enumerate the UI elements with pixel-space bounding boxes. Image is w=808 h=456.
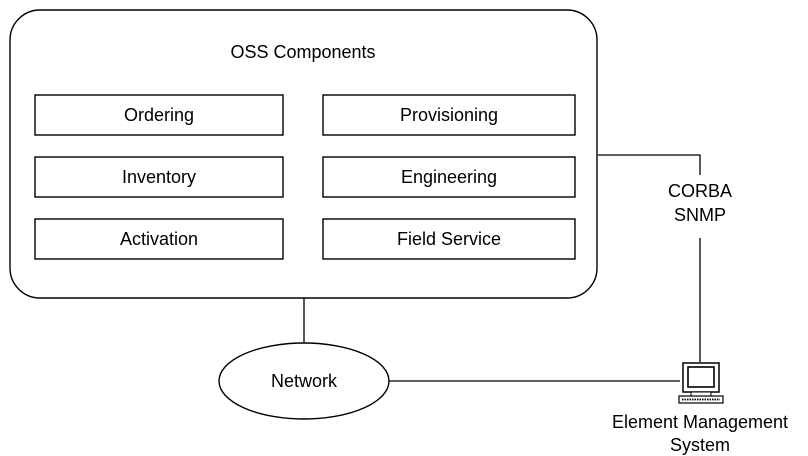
component-label: Ordering: [124, 105, 194, 125]
network-label: Network: [271, 371, 338, 391]
component-label: Provisioning: [400, 105, 498, 125]
network-node: [218, 342, 390, 420]
protocol-label-corba: CORBA: [668, 181, 732, 201]
component-ordering: Ordering: [34, 94, 284, 136]
oss-to-ems-connector: [598, 154, 701, 175]
component-provisioning: Provisioning: [322, 94, 576, 136]
computer-terminal-icon: [678, 362, 724, 404]
component-activation: Activation: [34, 218, 284, 260]
component-field-service: Field Service: [322, 218, 576, 260]
component-engineering: Engineering: [322, 156, 576, 198]
component-inventory: Inventory: [34, 156, 284, 198]
oss-components-title: OSS Components: [230, 42, 375, 62]
component-label: Engineering: [401, 167, 497, 187]
component-label: Inventory: [122, 167, 196, 187]
component-label: Field Service: [397, 229, 501, 249]
component-label: Activation: [120, 229, 198, 249]
protocol-label-snmp: SNMP: [674, 205, 726, 225]
ems-label-line1: Element Management: [612, 412, 788, 432]
ems-label-line2: System: [670, 435, 730, 455]
